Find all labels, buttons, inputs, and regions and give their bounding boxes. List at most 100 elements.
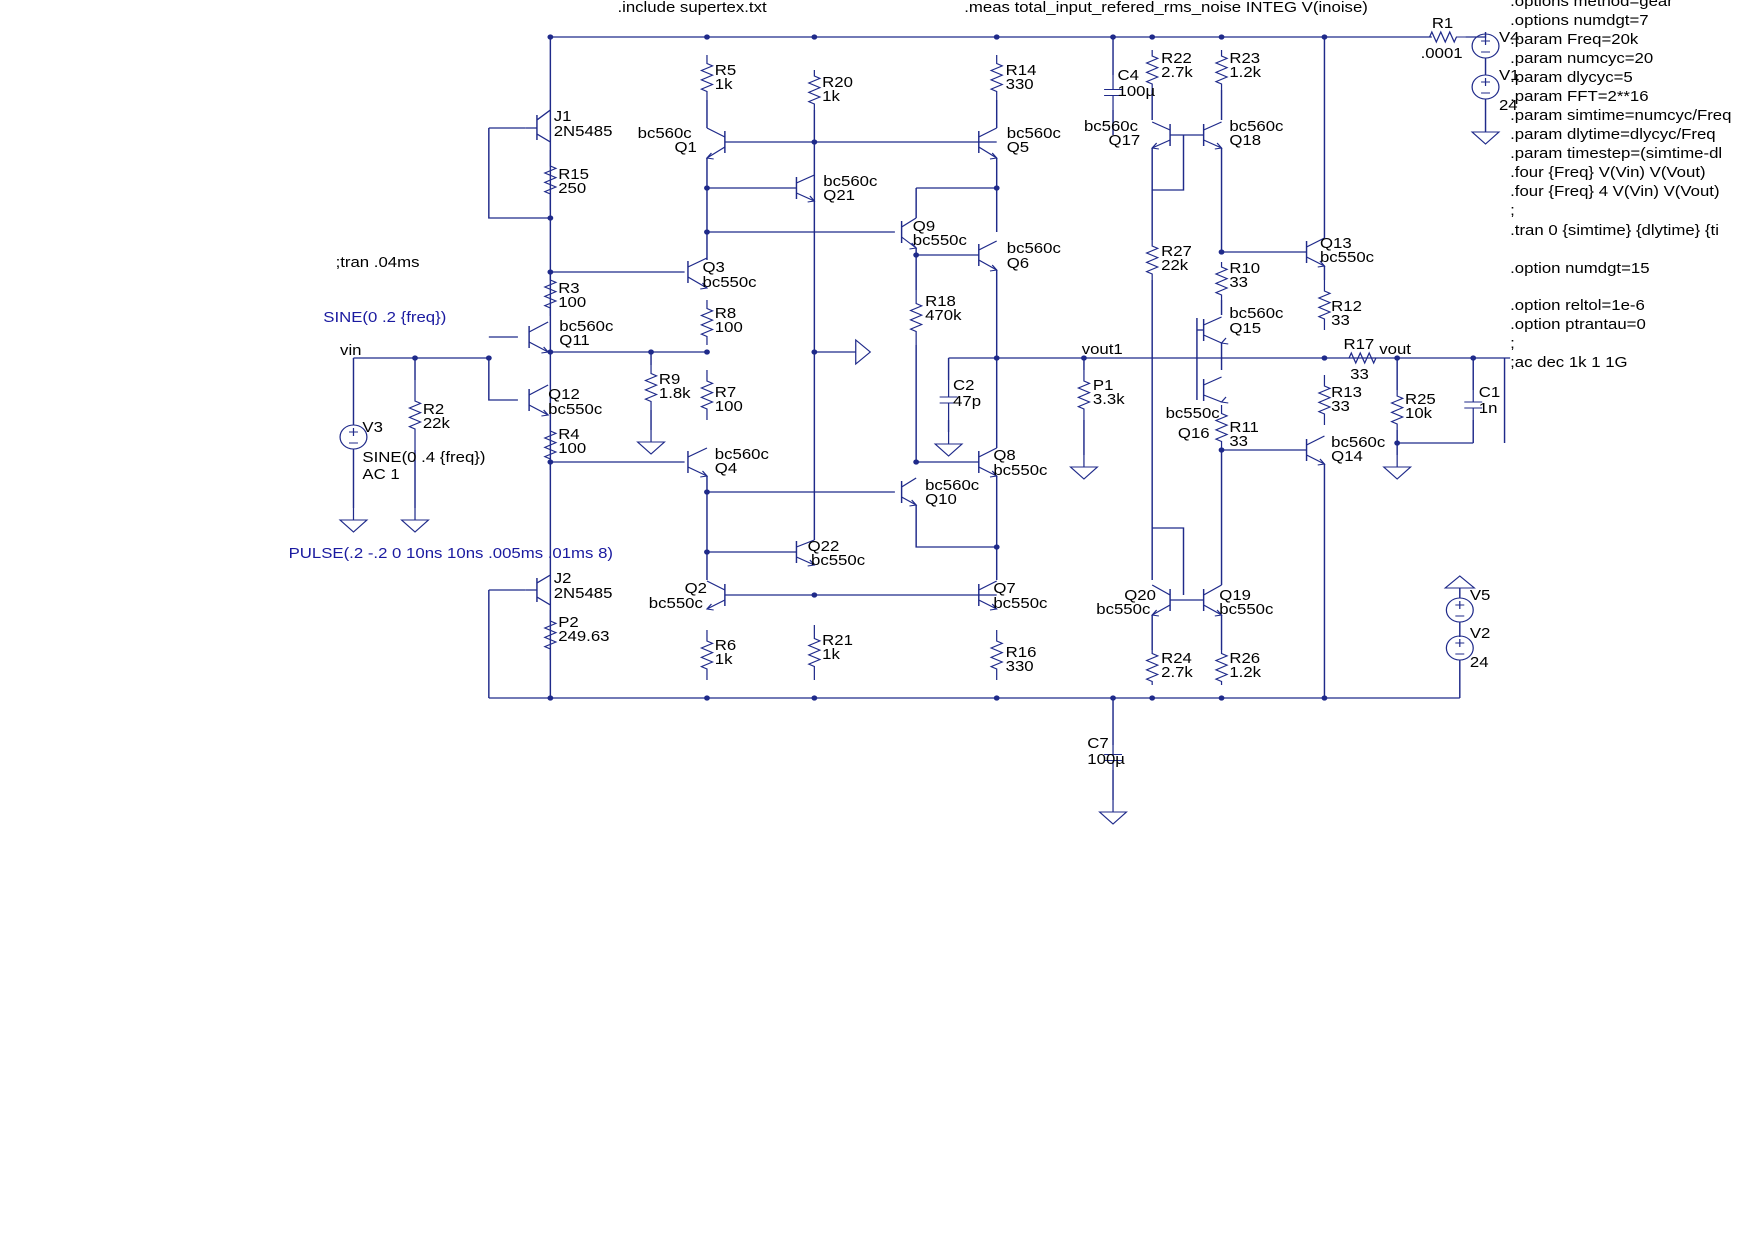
resistor-r8[interactable]: [699, 300, 715, 345]
voltage-source-v2[interactable]: [1445, 635, 1474, 661]
ground-icon: [338, 508, 369, 533]
transistor-q14[interactable]: [1305, 435, 1326, 466]
capacitor-c2[interactable]: [939, 380, 958, 420]
transistor-model: bc560c: [1007, 241, 1061, 257]
spice-directive: .param Freq=20k: [1510, 32, 1638, 48]
tran-comment: ;tran .04ms: [336, 255, 420, 271]
voltage-source-v4[interactable]: [1471, 33, 1500, 59]
transistor-name: Q7: [993, 581, 1016, 597]
transistor-q13[interactable]: [1305, 237, 1326, 268]
labels: R1.0001V4V124J12N5485R15250R3100bc560cQ1…: [289, 0, 1732, 768]
transistor-name: Q19: [1219, 588, 1251, 604]
transistor-q2[interactable]: [705, 580, 726, 611]
voltage-source-v3[interactable]: [339, 424, 368, 450]
resistor-r23[interactable]: [1214, 50, 1229, 90]
meas-directive: .meas total_input_refered_rms_noise INTE…: [964, 0, 1368, 16]
net-label-vin: vin: [340, 343, 361, 359]
capacitor-c1[interactable]: [1464, 390, 1483, 420]
transistor-name: Q14: [1331, 449, 1363, 465]
transistor-q11[interactable]: [528, 321, 550, 354]
resistor-r10[interactable]: [1214, 262, 1229, 300]
resistor-r7[interactable]: [699, 370, 715, 420]
transistor-q7[interactable]: [978, 580, 998, 611]
source-name: V2: [1470, 626, 1491, 642]
transistor-q5[interactable]: [978, 127, 998, 160]
resistor-r24[interactable]: [1145, 650, 1160, 685]
resistor-value: 2.7k: [1161, 65, 1193, 81]
resistor-r2[interactable]: [407, 380, 423, 450]
transistor-q12[interactable]: [528, 384, 550, 417]
v3-ac-spec: AC 1: [362, 467, 399, 483]
transistor-q9[interactable]: [900, 217, 918, 250]
capacitor-value: 100µ: [1118, 84, 1156, 100]
resistor-r1[interactable]: [1420, 30, 1466, 44]
spice-directive: ;ac dec 1k 1 1G: [1510, 355, 1627, 371]
resistor-name: R24: [1161, 651, 1192, 667]
transistor-q21[interactable]: [795, 174, 816, 203]
resistor-r4[interactable]: [543, 420, 558, 470]
voltage-source-v5[interactable]: [1445, 597, 1474, 623]
transistor-q4[interactable]: [687, 447, 709, 478]
transistor-q10[interactable]: [900, 477, 918, 507]
resistor-r6[interactable]: [699, 630, 715, 680]
resistor-r14[interactable]: [989, 55, 1004, 100]
resistor-value: 1k: [822, 89, 840, 105]
transistor-q17[interactable]: [1151, 121, 1171, 150]
transistor-model: 2N5485: [554, 124, 613, 140]
symbols: [339, 30, 1500, 770]
resistor-r26[interactable]: [1214, 650, 1229, 685]
jfet-j2-symbol: [525, 574, 551, 606]
resistor-r17[interactable]: [1337, 351, 1388, 365]
resistor-r21[interactable]: [807, 625, 822, 680]
transistor-q19[interactable]: [1202, 584, 1223, 617]
transistor-q3[interactable]: [687, 257, 709, 290]
transistor-q6[interactable]: [978, 240, 998, 272]
junction-dot: [993, 185, 1000, 191]
junction-dot: [811, 34, 818, 40]
transistor-name: Q16: [1178, 426, 1210, 442]
resistor-value: 33: [1350, 367, 1369, 383]
resistor-name: R25: [1405, 392, 1436, 408]
resistor-value: 330: [1006, 659, 1034, 675]
resistor-r3[interactable]: [543, 272, 558, 316]
wire: [915, 505, 997, 548]
resistor-r15[interactable]: [543, 150, 558, 210]
resistor-name: R17: [1343, 337, 1374, 353]
resistor-r16[interactable]: [989, 630, 1004, 680]
resistor-r27[interactable]: [1145, 240, 1160, 280]
transistor-model: bc560c: [1007, 126, 1061, 142]
transistor-model: bc550c: [1320, 250, 1374, 266]
voltage-source-v1[interactable]: [1471, 74, 1500, 100]
resistor-value: 100: [715, 399, 743, 415]
transistor-q18[interactable]: [1202, 121, 1223, 150]
v3-sine-spec: SINE(0 .4 {freq}): [362, 450, 485, 466]
transistor-q15[interactable]: [1202, 316, 1229, 345]
resistor-r20[interactable]: [807, 70, 822, 110]
transistor-q8[interactable]: [978, 447, 998, 478]
junction-dot: [993, 34, 1000, 40]
resistor-name: R27: [1161, 244, 1192, 260]
resistor-r11[interactable]: [1214, 405, 1229, 450]
resistor-r22[interactable]: [1145, 50, 1160, 90]
transistor-q1[interactable]: [705, 127, 726, 160]
resistor-r18[interactable]: [909, 290, 924, 345]
resistor-r9[interactable]: [643, 365, 659, 410]
resistor-p1[interactable]: [1076, 370, 1091, 420]
resistor-r5[interactable]: [699, 55, 715, 100]
resistor-r13[interactable]: [1317, 375, 1332, 425]
capacitor-c4[interactable]: [1104, 75, 1122, 110]
spice-directive: ;: [1510, 336, 1515, 352]
junction-dot: [1321, 355, 1328, 361]
transistor-q22[interactable]: [795, 539, 816, 567]
resistor-value: 470k: [925, 308, 961, 324]
transistor-name: Q12: [548, 387, 580, 403]
resistor-p2[interactable]: [543, 610, 558, 660]
resistor-r25[interactable]: [1390, 390, 1405, 430]
capacitor-c7[interactable]: [1104, 745, 1122, 770]
junction-dot: [547, 215, 554, 221]
transistor-q20[interactable]: [1151, 584, 1171, 617]
resistor-value: 100: [715, 320, 743, 336]
resistor-r12[interactable]: [1317, 280, 1332, 330]
transistor-q16[interactable]: [1202, 376, 1229, 404]
transistor-model: bc560c: [1331, 435, 1385, 451]
